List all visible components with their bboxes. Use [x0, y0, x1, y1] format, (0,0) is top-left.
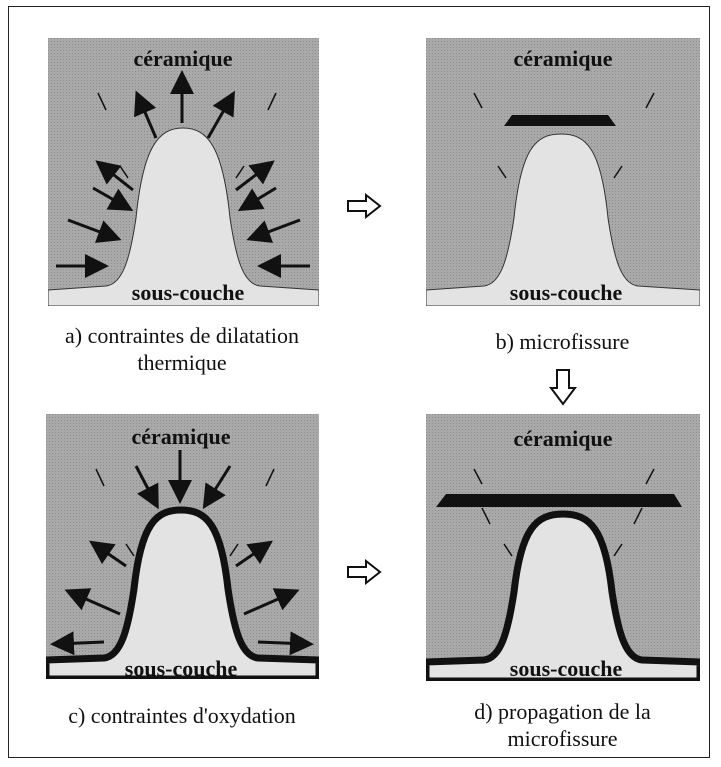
panel-c-oxidation-stress: céramique sous-couche — [46, 414, 319, 679]
crack-ticks — [95, 468, 275, 557]
hollow-arrow-down-icon — [549, 369, 577, 406]
panel-c-diagram: céramique sous-couche — [46, 414, 319, 679]
label-sous-couche: sous-couche — [510, 280, 623, 305]
crack-ticks — [97, 92, 277, 179]
caption-b: b) microfissure — [495, 329, 630, 354]
caption-c: c) contraintes d'oxydation — [68, 703, 296, 728]
oxidation-stress-arrows — [50, 450, 314, 656]
panel-b-diagram: céramique sous-couche — [426, 38, 700, 306]
panel-d-crack-propagation: céramique sous-couche — [426, 414, 700, 681]
panel-d-diagram: céramique sous-couche — [426, 414, 700, 681]
crack-ticks — [473, 92, 655, 179]
panel-a-diagram: céramique sous-couche — [48, 38, 319, 306]
label-sous-couche: sous-couche — [132, 280, 245, 305]
label-sous-couche: sous-couche — [510, 656, 623, 681]
oxide-layer-tgo — [426, 510, 700, 681]
hollow-arrow-right-icon — [347, 193, 382, 219]
caption-a: a) contraintes de dilatation thermique — [65, 323, 299, 375]
hollow-arrow-right-icon — [347, 559, 382, 585]
caption-d: d) propagation de la microfissure — [474, 699, 651, 751]
label-ceramique: céramique — [134, 46, 233, 71]
figure-frame — [8, 6, 710, 758]
bond-coat-asperity — [48, 127, 319, 306]
oxide-layer-tgo — [46, 506, 319, 679]
bond-coat-asperity — [426, 133, 700, 306]
label-ceramique: céramique — [514, 426, 613, 451]
crack-ticks — [473, 468, 655, 557]
label-ceramique: céramique — [132, 424, 231, 449]
label-ceramique: céramique — [514, 46, 613, 71]
expansion-stress-arrows — [56, 70, 310, 278]
propagated-microcrack — [436, 494, 682, 507]
panel-a-thermal-stress: céramique sous-couche — [48, 38, 319, 306]
panel-b-microcrack: céramique sous-couche — [426, 38, 700, 306]
label-sous-couche: sous-couche — [125, 656, 238, 679]
microcrack — [504, 115, 616, 126]
